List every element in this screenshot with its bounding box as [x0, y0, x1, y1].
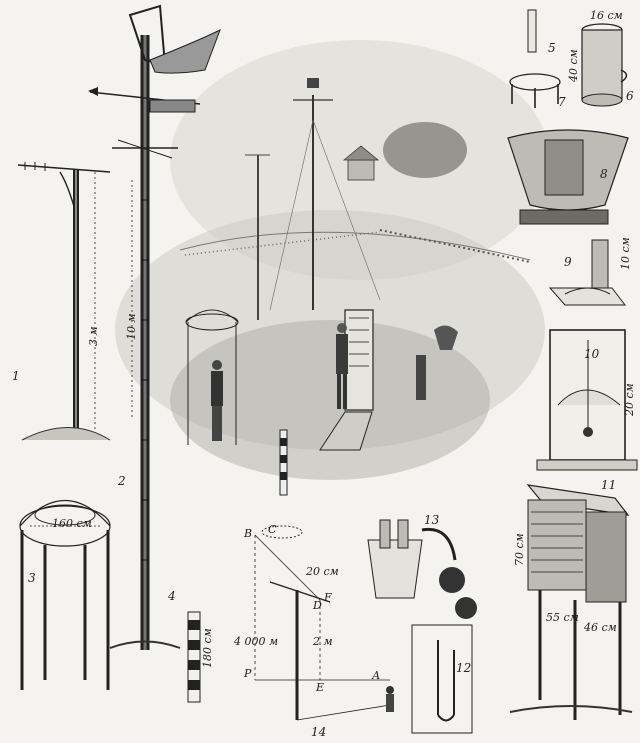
figure-number-4: 4 — [168, 589, 176, 603]
kite-point-f: F — [324, 591, 332, 604]
kite-point-e: Е — [316, 681, 325, 694]
u-tube-thermometer — [411, 624, 473, 734]
rain-cylinder — [527, 9, 537, 53]
dimension-20cm-hygrometer: 20 см — [623, 383, 636, 416]
figure-number-10: 10 — [584, 347, 600, 361]
garden-shelter-with-observer — [185, 309, 239, 445]
figure-number-13: 13 — [424, 513, 440, 527]
dimension-4000m: 4 000 м — [234, 635, 279, 648]
central-wind-mast — [269, 78, 381, 311]
kite-point-p: Р — [244, 667, 252, 680]
dimension-10m: 10 м — [125, 313, 138, 340]
farmhouse-icon — [342, 122, 467, 181]
figure-number-11: 11 — [601, 478, 617, 492]
observer-at-booth — [319, 309, 374, 451]
kite-point-a: А — [372, 669, 381, 682]
kite-point-b: В — [244, 527, 253, 540]
rain-gauge-stand — [416, 325, 458, 400]
kite-point-c: С — [268, 523, 277, 536]
wind-vane-tall-mast — [88, 4, 221, 650]
figure-number-7: 7 — [558, 95, 566, 109]
figure-number-6: 6 — [626, 89, 634, 103]
figure-number-3: 3 — [28, 571, 36, 585]
rain-bucket — [581, 23, 628, 107]
hair-hygrometer — [536, 329, 638, 471]
dimension-20cm-kite: 20 см — [306, 565, 339, 578]
dimension-70cm: 70 см — [513, 533, 526, 566]
figure-number-8: 8 — [600, 167, 608, 181]
dimension-180cm: 180 см — [201, 628, 214, 668]
bucket-stand — [509, 73, 561, 108]
figure-number-12: 12 — [456, 661, 472, 675]
wind-shield-gauge — [507, 129, 629, 225]
dimension-55cm: 55 см — [546, 611, 579, 624]
dimension-16cm: 16 см — [590, 9, 623, 22]
figure-number-5: 5 — [548, 41, 556, 55]
dimension-2m: 2 м — [313, 635, 333, 648]
protective-ring-frame — [19, 500, 111, 690]
louvered-screen — [509, 484, 633, 720]
sunshine-recorder-device — [548, 239, 627, 306]
background-pole — [245, 154, 270, 320]
kite-point-d: D — [313, 599, 322, 612]
figure-number-2: 2 — [118, 474, 126, 488]
figure-number-1: 1 — [12, 369, 20, 383]
dimension-10cm: 10 см — [619, 237, 632, 270]
pressure-vessel-apparatus — [367, 519, 477, 619]
figure-number-9: 9 — [564, 255, 572, 269]
landscape-background — [115, 40, 550, 480]
dimension-160cm: 160 см — [52, 517, 92, 530]
wind-tee-mast — [17, 162, 111, 441]
figure-number-14: 14 — [311, 725, 327, 739]
dimension-46cm: 46 см — [584, 621, 617, 634]
dimension-40cm: 40 см — [567, 49, 580, 82]
striped-snow-post-field — [279, 429, 288, 496]
dimension-3m: 3 м — [87, 326, 100, 346]
snow-measuring-post — [187, 611, 201, 703]
kite-triangulation-diagram — [254, 525, 394, 721]
